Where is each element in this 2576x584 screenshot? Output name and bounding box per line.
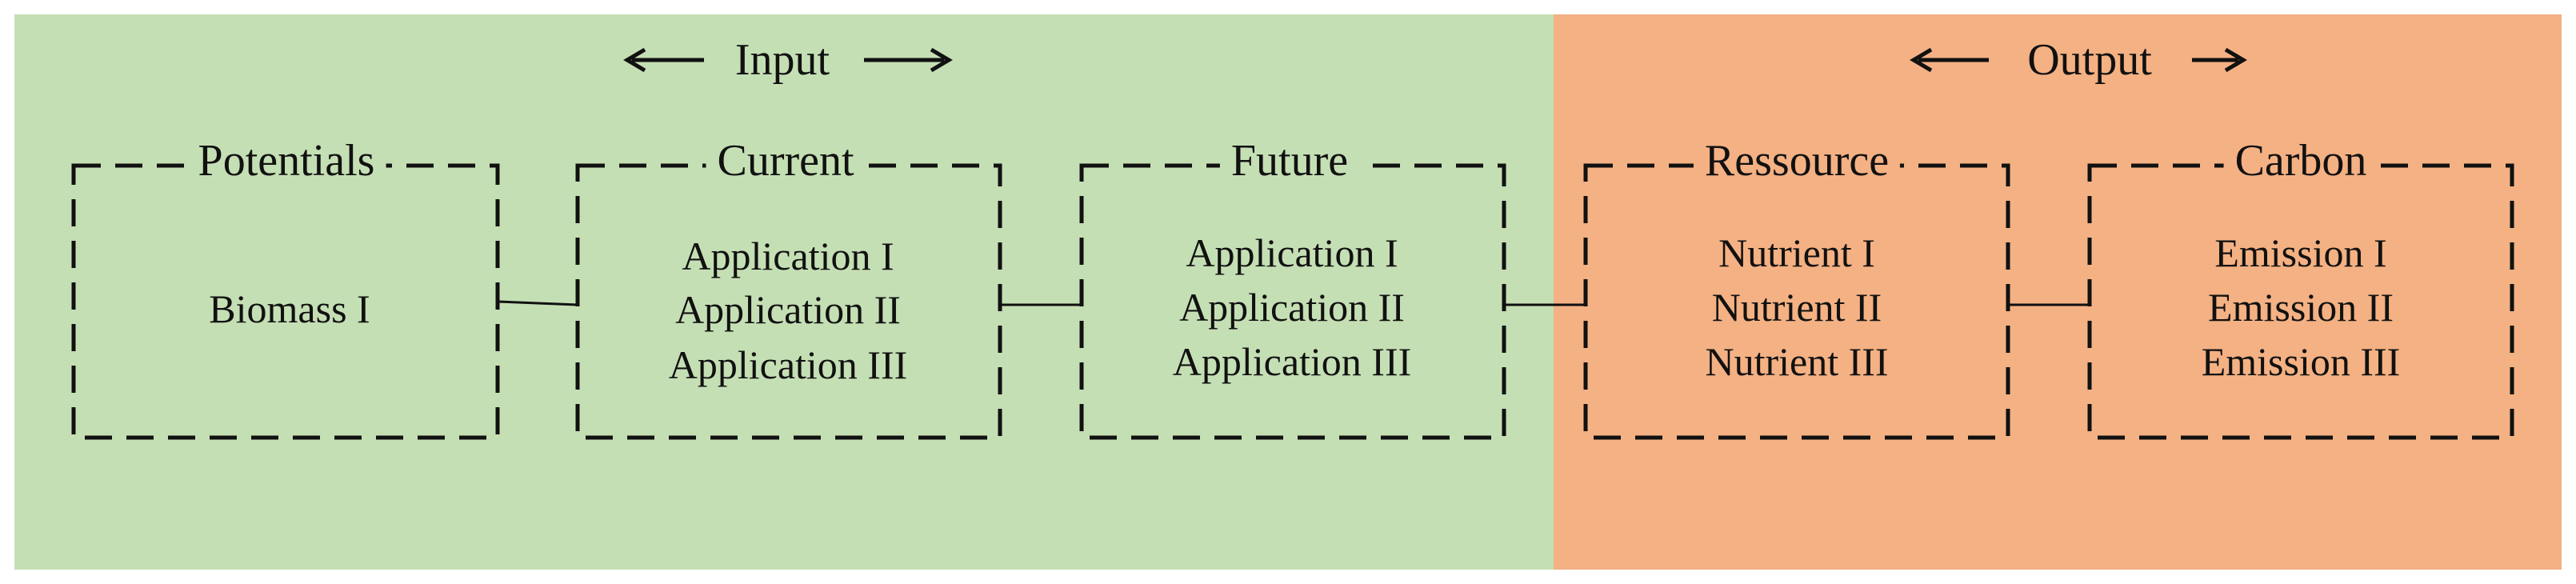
box-carbon-title: Carbon — [2223, 138, 2378, 183]
box-current-item: Application II — [675, 287, 901, 332]
input-header-label: Input — [734, 35, 830, 85]
input-arrow-left-head — [623, 47, 646, 73]
box-current-title: Current — [706, 138, 866, 183]
box-ressource-title: Ressource — [1693, 138, 1901, 183]
box-ressource-item: Nutrient I — [1718, 230, 1875, 275]
connector-potentials-current — [497, 300, 578, 306]
output-region — [1554, 14, 2562, 570]
output-arrow-left-head — [1910, 47, 1933, 73]
box-carbon-item: Emission II — [2208, 285, 2394, 330]
output-arrow-right-head — [2224, 47, 2247, 73]
box-potentials-item: Biomass I — [209, 286, 370, 331]
box-ressource-item: Nutrient III — [1705, 339, 1889, 384]
box-current-item: Application I — [682, 234, 894, 278]
box-ressource-item: Nutrient II — [1711, 285, 1882, 330]
box-potentials-title: Potentials — [186, 138, 386, 183]
box-future-item: Application II — [1179, 285, 1405, 330]
input-region — [14, 14, 1554, 570]
box-carbon-item: Emission III — [2201, 339, 2401, 384]
input-arrow-right-head — [930, 47, 953, 73]
box-future-title: Future — [1219, 138, 1360, 183]
box-current-item: Application III — [668, 342, 908, 387]
box-future-item: Application III — [1172, 339, 1412, 384]
box-future-item: Application I — [1186, 230, 1398, 275]
box-carbon-item: Emission I — [2214, 230, 2387, 275]
output-header-label: Output — [2027, 35, 2152, 85]
